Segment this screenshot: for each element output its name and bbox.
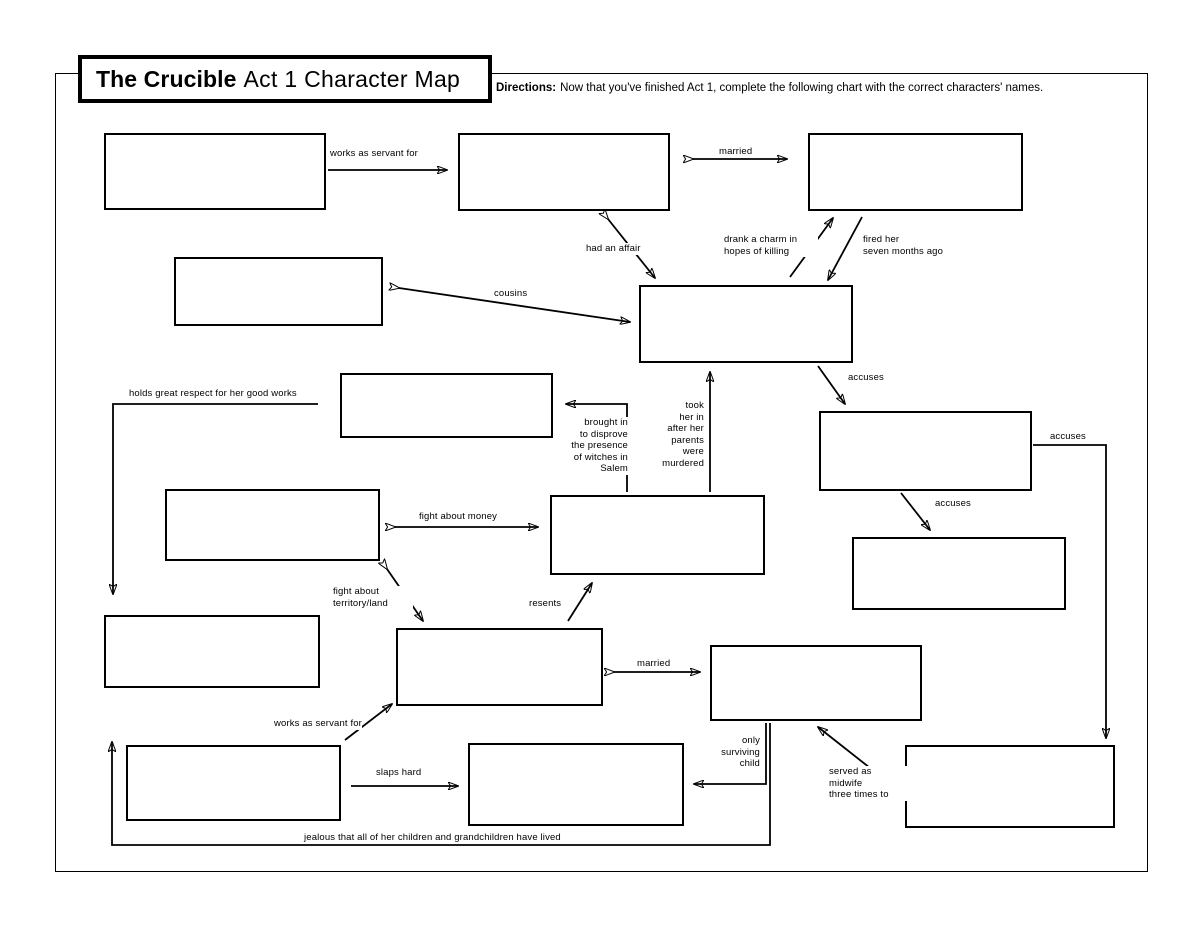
- title-play-name: The Crucible: [96, 65, 237, 92]
- label-fight-about-money: fight about money: [419, 511, 498, 523]
- label-took-her-in: took her in after her parents were murde…: [648, 400, 704, 469]
- box-mid-left[interactable]: [340, 373, 553, 438]
- box-center-lower[interactable]: [550, 495, 765, 575]
- arrow-fired-her: [828, 216, 863, 280]
- box-left-money[interactable]: [165, 489, 380, 561]
- label-only-surviving-child: only surviving child: [700, 735, 760, 770]
- box-top-right[interactable]: [808, 133, 1023, 211]
- label-brought-in-line2: to disprove: [579, 428, 628, 440]
- box-right-upper[interactable]: [819, 411, 1032, 491]
- label-accuses-1: accuses: [848, 372, 884, 384]
- label-took-her-in-line5: were: [682, 446, 704, 457]
- label-served-as-midwife-line3: three times to: [829, 789, 889, 800]
- arrow-accuses-3: [1033, 444, 1106, 738]
- label-fired-her-line1: fired her: [863, 234, 900, 245]
- label-took-her-in-line1: took: [685, 400, 704, 411]
- box-center-bottom[interactable]: [396, 628, 603, 706]
- box-top-left[interactable]: [104, 133, 326, 210]
- arrow-works-as-servant-for-lower: [344, 704, 392, 741]
- arrow-only-surviving-child: [694, 723, 767, 784]
- directions-text: Now that you've finished Act 1, complete…: [560, 82, 1044, 94]
- label-drank-a-charm-line2: hopes of killing: [724, 245, 790, 257]
- label-resents: resents: [529, 598, 562, 610]
- box-right-lower[interactable]: [852, 537, 1066, 610]
- label-fight-about-territory-line1: fight about: [333, 586, 380, 597]
- arrow-cousins: [399, 288, 630, 322]
- worksheet-border: [55, 73, 1148, 872]
- label-married-lower: married: [637, 658, 671, 670]
- label-brought-in-to-disprove: brought in to disprove the presence of w…: [556, 417, 628, 475]
- label-drank-a-charm: drank a charm in hopes of killing: [724, 234, 818, 257]
- label-served-as-midwife: served as midwife three times to: [829, 766, 911, 801]
- box-right-married[interactable]: [710, 645, 922, 721]
- label-married-top: married: [719, 146, 753, 158]
- box-left-lower[interactable]: [104, 615, 320, 688]
- arrow-accuses-2: [900, 492, 930, 530]
- box-bottom-center[interactable]: [468, 743, 684, 826]
- label-took-her-in-line6: murdered: [662, 457, 704, 469]
- title-subtitle: Act 1 Character Map: [243, 65, 461, 92]
- label-brought-in-line3: the presence: [571, 440, 628, 451]
- worksheet-title-box: The Crucible Act 1 Character Map: [78, 55, 492, 103]
- label-jealous: jealous that all of her children and gra…: [304, 832, 561, 844]
- arrow-holds-great-respect: [113, 403, 318, 594]
- label-slaps-hard: slaps hard: [376, 767, 422, 779]
- label-took-her-in-line2: her in: [679, 411, 704, 423]
- arrow-accuses-1: [817, 365, 845, 404]
- box-upper-left[interactable]: [174, 257, 383, 326]
- label-holds-great-respect: holds great respect for her good works: [129, 388, 297, 400]
- label-served-as-midwife-line1: served as: [829, 766, 872, 777]
- label-only-surviving-line1: only: [741, 735, 760, 746]
- label-accuses-3: accuses: [1050, 431, 1086, 443]
- label-fight-about-territory: fight about territory/land: [333, 586, 413, 609]
- arrow-resents: [567, 583, 592, 622]
- label-served-as-midwife-line2: midwife: [829, 777, 863, 789]
- box-top-center[interactable]: [458, 133, 670, 211]
- label-accuses-2: accuses: [935, 498, 971, 510]
- label-drank-a-charm-line1: drank a charm in: [724, 234, 798, 245]
- arrow-jealous: [112, 723, 771, 846]
- label-only-surviving-line2: surviving: [721, 746, 760, 758]
- label-brought-in-line1: brought in: [584, 417, 628, 428]
- label-only-surviving-line3: child: [739, 758, 760, 769]
- label-works-as-servant-for-lower: works as servant for: [274, 718, 362, 730]
- box-bottom-right[interactable]: [905, 745, 1115, 828]
- label-cousins: cousins: [494, 288, 528, 300]
- directions-label: Directions:: [496, 82, 557, 94]
- box-center-hub[interactable]: [639, 285, 853, 363]
- label-fired-her: fired her seven months ago: [863, 234, 963, 257]
- label-works-as-servant-for-top: works as servant for: [330, 148, 418, 160]
- label-took-her-in-line4: parents: [671, 434, 704, 446]
- label-took-her-in-line3: after her: [667, 423, 704, 434]
- box-bottom-left[interactable]: [126, 745, 341, 821]
- label-had-an-affair: had an affair: [586, 243, 641, 255]
- label-brought-in-line5: Salem: [600, 463, 628, 474]
- directions: Directions: Now that you've finished Act…: [496, 76, 1146, 100]
- label-fired-her-line2: seven months ago: [863, 245, 944, 257]
- label-fight-about-territory-line2: territory/land: [333, 597, 388, 609]
- label-brought-in-line4: of witches in: [573, 451, 628, 463]
